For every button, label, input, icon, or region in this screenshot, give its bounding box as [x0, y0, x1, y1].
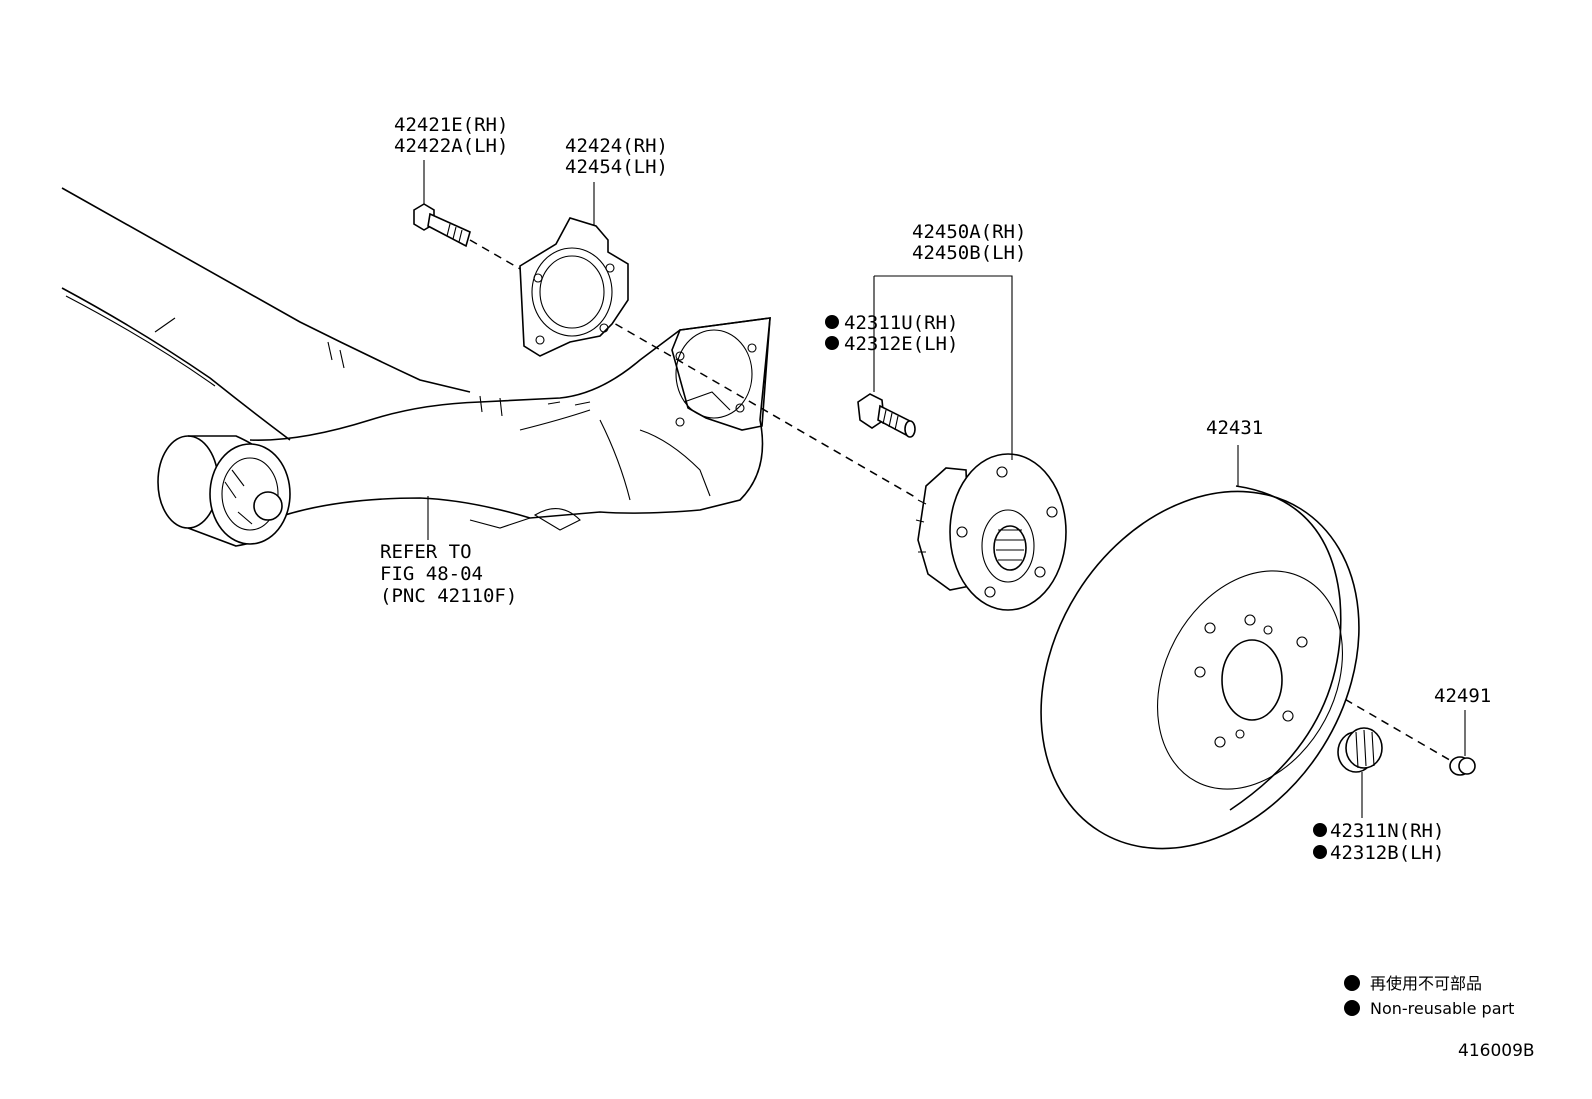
legend-japanese: 再使用不可部品	[1370, 974, 1482, 993]
non-reusable-mark	[825, 315, 839, 329]
refer-to-line3: (PNC 42110F)	[380, 585, 517, 607]
label-hub-nut-lh[interactable]: 42312B(LH)	[1330, 842, 1444, 864]
hub-bolt[interactable]	[857, 393, 916, 438]
label-hub-lh[interactable]: 42450B(LH)	[912, 242, 1026, 264]
label-hub-bolt-lh[interactable]: 42312E(LH)	[844, 333, 958, 355]
label-hub-nut-rh[interactable]: 42311N(RH)	[1330, 820, 1444, 842]
refer-to-line1: REFER TO	[380, 541, 472, 563]
label-bolt-lh[interactable]: 42422A(LH)	[394, 135, 508, 157]
label-plate-lh[interactable]: 42454(LH)	[565, 156, 668, 178]
legend: 再使用不可部品 Non-reusable part	[1344, 974, 1514, 1018]
hub-bearing-assembly[interactable]	[915, 453, 1067, 611]
hub-nut[interactable]	[1337, 727, 1383, 773]
refer-to-line2: FIG 48-04	[380, 563, 483, 585]
brake-disc[interactable]	[976, 432, 1423, 908]
label-hole-plug[interactable]: 42491	[1434, 685, 1491, 707]
non-reusable-mark	[1313, 845, 1327, 859]
non-reusable-mark	[825, 336, 839, 350]
figure-id: 416009B	[1458, 1041, 1535, 1061]
label-bolt-rh[interactable]: 42421E(RH)	[394, 114, 508, 136]
non-reusable-mark	[1313, 823, 1327, 837]
backing-plate[interactable]	[519, 217, 629, 357]
flange-bolt[interactable]	[413, 203, 471, 248]
label-hub-rh[interactable]: 42450A(RH)	[912, 221, 1026, 243]
hole-plug[interactable]	[1449, 756, 1476, 776]
rear-axle-beam[interactable]	[61, 187, 771, 547]
legend-english: Non-reusable part	[1370, 999, 1514, 1018]
label-brake-disc[interactable]: 42431	[1206, 417, 1263, 439]
label-plate-rh[interactable]: 42424(RH)	[565, 135, 668, 157]
label-hub-bolt-rh[interactable]: 42311U(RH)	[844, 312, 958, 334]
